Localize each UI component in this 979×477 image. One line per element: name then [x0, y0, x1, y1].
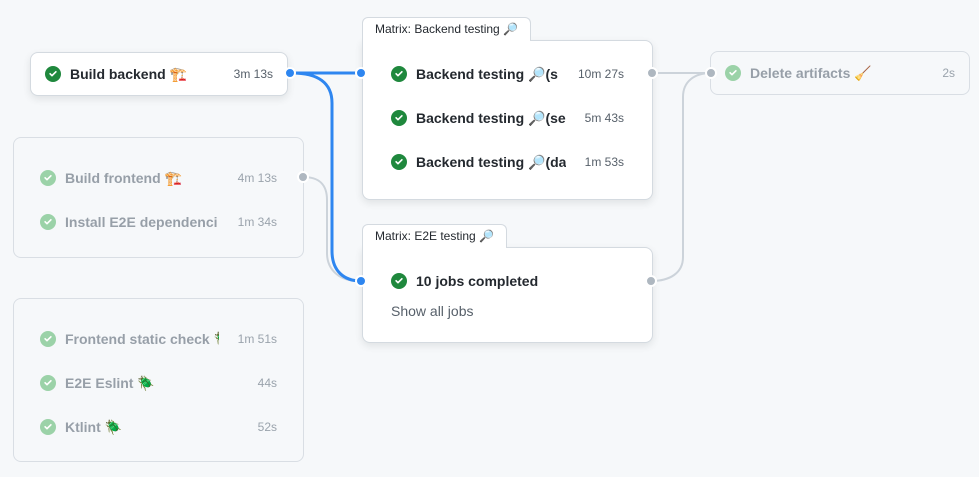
matrix-tab-backend-testing: Matrix: Backend testing 🔎 [362, 17, 531, 41]
job-group-build-frontend: Build frontend 🏗️ 4m 13s Install E2E dep… [13, 137, 304, 258]
edge-matrix-e2e-to-delete-artifacts [650, 72, 712, 282]
success-check-icon [725, 65, 741, 81]
job-duration: 10m 27s [577, 67, 624, 81]
job-row-backend-testing-2[interactable]: Backend testing 🔎(se… 5m 43s [391, 96, 624, 140]
success-check-icon [391, 66, 407, 82]
job-duration: 5m 43s [584, 111, 624, 125]
matrix-body-backend-testing: Backend testing 🔎(s… 10m 27s Backend tes… [362, 40, 653, 200]
job-card-build-backend[interactable]: Build backend 🏗️ 3m 13s [30, 52, 288, 96]
success-check-icon [391, 273, 407, 289]
success-check-icon [40, 375, 56, 391]
job-row-e2e-summary: 10 jobs completed [391, 260, 624, 302]
success-check-icon [40, 419, 56, 435]
job-title: Delete artifacts 🧹 [750, 64, 872, 81]
matrix-group-backend-testing: Matrix: Backend testing 🔎 Backend testin… [362, 17, 653, 200]
success-check-icon [40, 170, 56, 186]
jobs-completed-summary: 10 jobs completed [416, 273, 539, 289]
job-title: Backend testing 🔎(da… [416, 153, 566, 170]
show-all-jobs-link[interactable]: Show all jobs [391, 303, 474, 319]
matrix-group-e2e-testing: Matrix: E2E testing 🔎 10 jobs completed … [362, 224, 653, 343]
job-duration: 3m 13s [233, 67, 273, 81]
job-title: Build backend 🏗️ [70, 65, 188, 82]
job-title: E2E Eslint 🪲 [65, 374, 155, 391]
job-title: Build frontend 🏗️ [65, 169, 182, 186]
success-check-icon [391, 110, 407, 126]
job-title: Install E2E dependenci… [65, 214, 219, 230]
job-title: Frontend static check 🪲 [65, 330, 219, 347]
job-duration: 2s [942, 66, 955, 80]
success-check-icon [40, 331, 56, 347]
success-check-icon [45, 66, 61, 82]
job-title: Backend testing 🔎(s… [416, 65, 559, 82]
edge-build-frontend-to-matrix-e2e [302, 176, 359, 282]
success-check-icon [40, 214, 56, 230]
job-group-static-checks: Frontend static check 🪲 1m 51s E2E Eslin… [13, 298, 304, 462]
job-duration: 1m 53s [584, 155, 624, 169]
matrix-tab-e2e-testing: Matrix: E2E testing 🔎 [362, 224, 507, 248]
job-duration: 44s [257, 376, 277, 390]
job-title: Backend testing 🔎(se… [416, 109, 566, 126]
job-row-frontend-static-check[interactable]: Frontend static check 🪲 1m 51s [40, 317, 277, 361]
matrix-body-e2e-testing: 10 jobs completed Show all jobs [362, 247, 653, 343]
job-row-install-e2e-dependencies[interactable]: Install E2E dependenci… 1m 34s [40, 200, 277, 244]
job-duration: 1m 34s [237, 215, 277, 229]
job-row-ktlint[interactable]: Ktlint 🪲 52s [40, 405, 277, 449]
success-check-icon [391, 154, 407, 170]
job-row-build-frontend[interactable]: Build frontend 🏗️ 4m 13s [40, 156, 277, 200]
job-title: Ktlint 🪲 [65, 418, 123, 435]
job-row-e2e-eslint[interactable]: E2E Eslint 🪲 44s [40, 361, 277, 405]
job-duration: 1m 51s [237, 332, 277, 346]
job-row-backend-testing-1[interactable]: Backend testing 🔎(s… 10m 27s [391, 52, 624, 96]
job-duration: 52s [257, 420, 277, 434]
job-card-delete-artifacts[interactable]: Delete artifacts 🧹 2s [710, 51, 970, 95]
job-row-backend-testing-3[interactable]: Backend testing 🔎(da… 1m 53s [391, 140, 624, 184]
job-duration: 4m 13s [237, 171, 277, 185]
